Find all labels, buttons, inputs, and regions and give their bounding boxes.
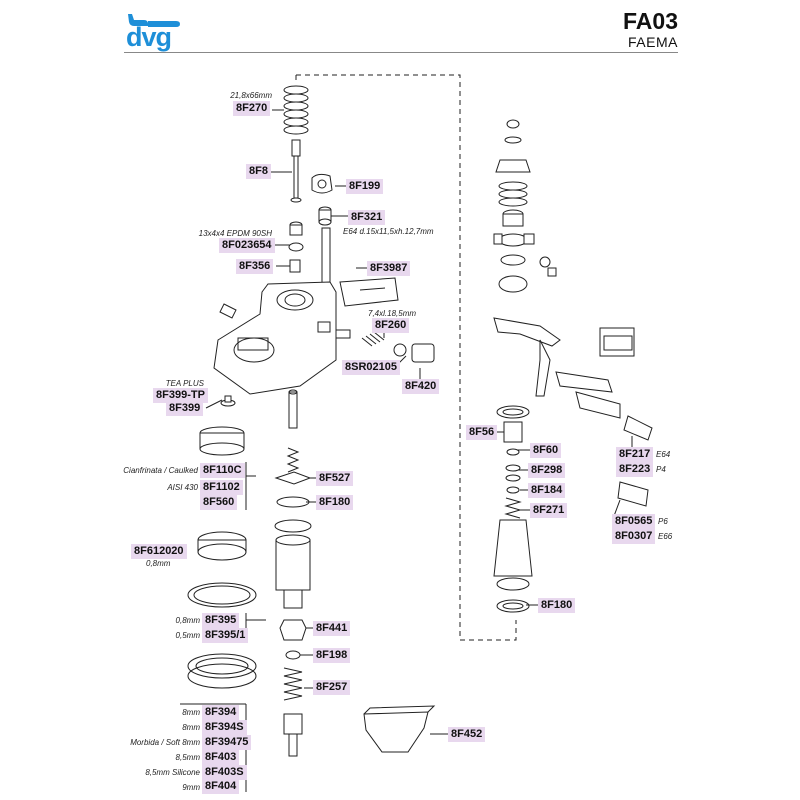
part-desc: P4 [656,465,666,474]
part-code-8F184: 8F184 [528,483,566,498]
part-code-8F271: 8F271 [530,503,568,518]
part-desc: E64 [656,450,671,459]
part-code-8F399-TP: 8F399-TP [153,388,208,403]
part-desc: E64 d.15x11,5xh.12,7mm [343,227,434,236]
part-desc: Morbida / Soft 8mm [130,738,200,747]
part-code-8F56: 8F56 [466,425,498,440]
part-desc: E66 [658,532,673,541]
part-desc: 7,4xl.18,5mm [368,309,417,318]
part-code-8F3987: 8F3987 [367,261,411,276]
part-code-8F394S: 8F394S [202,720,247,735]
part-code-8F1102: 8F1102 [200,480,243,495]
part-code-8F298: 8F298 [528,463,566,478]
part-desc: 13x4x4 EPDM 90SH [198,229,272,238]
part-code-8F8: 8F8 [246,164,271,179]
part-code-8F321: 8F321 [348,210,386,225]
part-code-8F395: 8F395 [202,613,240,628]
part-code-8F270: 8F270 [233,101,271,116]
part-code-8F527: 8F527 [316,471,354,486]
part-code-8F356: 8F356 [236,259,274,274]
logo-text: dvg [126,22,172,52]
part-desc: 9mm [182,783,200,792]
part-code-8F223: 8F223 [616,462,654,477]
part-desc: 0,8mm [175,616,200,625]
part-code-8F217: 8F217 [616,447,654,462]
part-desc: TEA PLUS [165,379,204,388]
part-code-8SR02105: 8SR02105 [342,360,400,375]
part-code-8F404: 8F404 [202,779,240,794]
part-code-8F394: 8F394 [202,705,240,720]
part-code-8F441: 8F441 [313,621,351,636]
part-desc: 21,8x66mm [230,91,272,100]
part-code-8F180-right: 8F180 [538,598,576,613]
part-code-8F403S: 8F403S [202,765,247,780]
part-desc: Cianfrinata / Caulked [123,466,198,475]
part-desc: 8mm [182,723,200,732]
part-code-8F198: 8F198 [313,648,351,663]
part-code-8F199: 8F199 [346,179,384,194]
header-rule [124,52,678,53]
part-desc: 0,8mm [146,559,171,568]
part-code-8F260: 8F260 [372,318,410,333]
part-code-8F420: 8F420 [402,379,440,394]
part-code-8F395-1: 8F395/1 [202,628,249,643]
part-desc: AISI 430 [167,483,198,492]
part-code-8F257: 8F257 [313,680,351,695]
part-desc: 8,5mm Silicone [145,768,200,777]
part-code-8F399: 8F399 [166,401,204,416]
page-title: FA03 [623,8,678,34]
part-code-8F60: 8F60 [530,443,562,458]
part-desc: P6 [658,517,668,526]
dvg-logo-icon [128,14,180,27]
part-code-8F110C: 8F110C [200,463,245,478]
part-code-8F452: 8F452 [448,727,486,742]
part-code-8F0565: 8F0565 [612,514,656,529]
part-code-8F39475: 8F39475 [202,735,252,750]
part-code-8F403: 8F403 [202,750,240,765]
part-code-8F0307: 8F0307 [612,529,656,544]
part-desc: 8mm [182,708,200,717]
part-desc: 8,5mm [175,753,200,762]
part-code-8F023654: 8F023654 [219,238,275,253]
brand-name: FAEMA [628,34,678,50]
part-desc: 0,5mm [175,631,200,640]
part-code-8F560: 8F560 [200,495,238,510]
part-code-8F180: 8F180 [316,495,354,510]
part-code-8F612020: 8F612020 [131,544,187,559]
